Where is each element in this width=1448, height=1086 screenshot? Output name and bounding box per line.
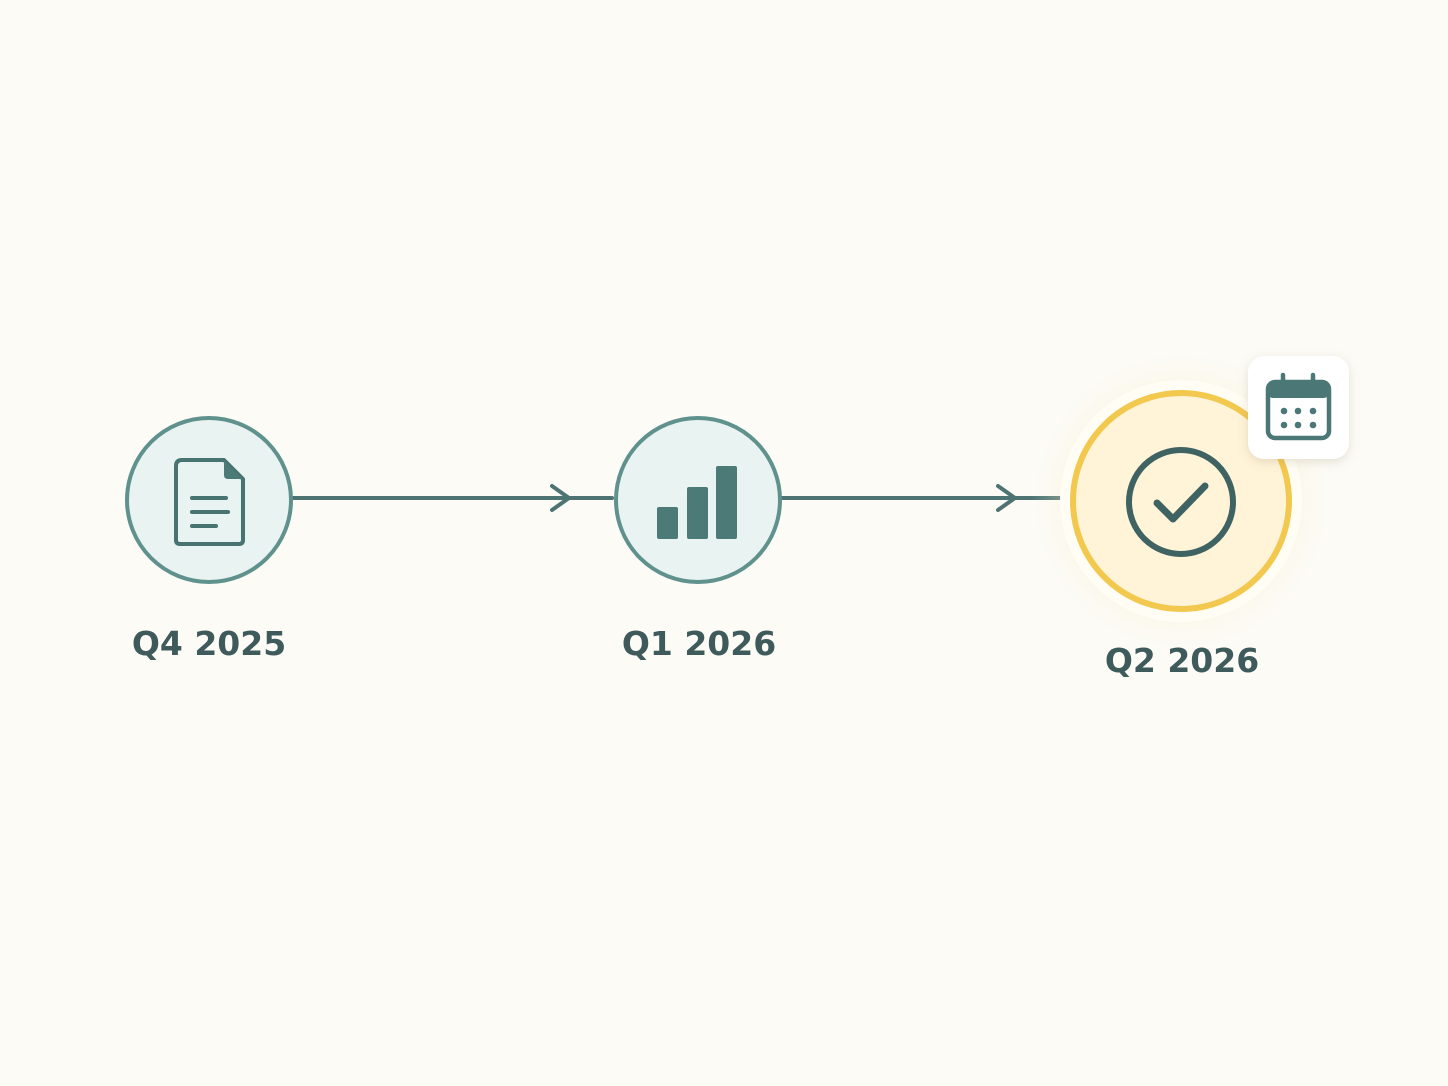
- badge-card: [1248, 356, 1349, 459]
- milestone-q2-2026[interactable]: Q2 2026: [1031, 351, 1349, 680]
- milestone-node-highlighted: [1070, 390, 1292, 612]
- bar-chart-icon: [657, 466, 737, 539]
- calendar-badge[interactable]: [1248, 356, 1349, 459]
- milestone-label: Q4 2025: [132, 624, 286, 663]
- milestone-label: Q1 2026: [622, 624, 776, 663]
- arrow-head: [550, 484, 571, 512]
- checkmark-circle-icon: [1126, 447, 1236, 557]
- connector-2: [780, 484, 1064, 512]
- milestone-q4-2025[interactable]: Q4 2025: [125, 416, 293, 663]
- milestone-q1-2026[interactable]: Q1 2026: [614, 416, 782, 663]
- connector-1: [290, 484, 614, 512]
- calendar-icon: [1265, 372, 1332, 441]
- milestone-label: Q2 2026: [1105, 641, 1259, 680]
- document-icon: [174, 458, 245, 546]
- arrow-head: [996, 484, 1017, 512]
